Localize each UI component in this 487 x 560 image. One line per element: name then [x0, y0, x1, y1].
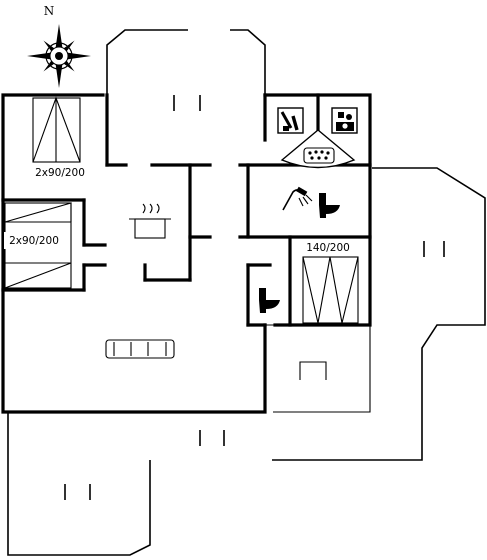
- bed-label: 140/200: [306, 242, 350, 254]
- toilet-icon: [319, 193, 340, 218]
- north-label: N: [44, 4, 55, 18]
- toilet-icon: [259, 288, 280, 313]
- shower-icon: [282, 186, 313, 211]
- sauna-icon: [277, 107, 304, 134]
- cooking-pot-icon: [129, 203, 171, 239]
- compass-rose-icon: N: [27, 4, 91, 88]
- bed-right: 140/200: [300, 241, 359, 324]
- whirlpool-icon: [280, 129, 356, 169]
- walls: [1, 93, 372, 414]
- bed-label: 2x90/200: [9, 235, 59, 247]
- sofa-icon: [105, 339, 175, 359]
- bed-left-middle: 2x90/200: [4, 202, 72, 289]
- bed-top-left: 2x90/200: [32, 96, 85, 179]
- washing-machine-icon: [331, 107, 358, 134]
- bed-label: 2x90/200: [35, 167, 85, 179]
